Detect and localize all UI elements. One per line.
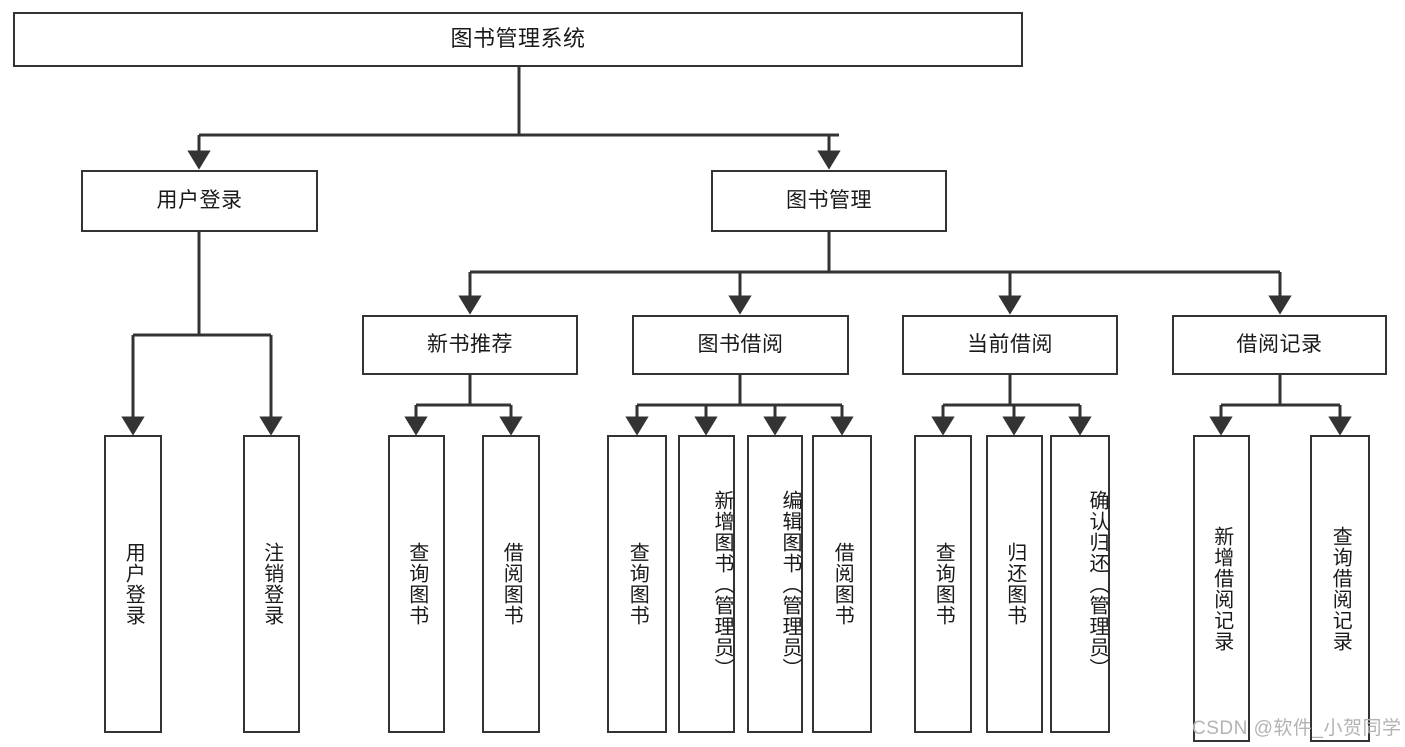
node-leaf-add-borrow-record[interactable]: 新增借阅记录 <box>1193 435 1250 742</box>
node-leaf-user-login-label: 用户登录 <box>122 542 145 626</box>
node-leaf-borrow-book[interactable]: 借阅图书 <box>812 435 872 733</box>
node-current-borrow[interactable]: 当前借阅 <box>902 315 1118 375</box>
node-book-borrow[interactable]: 图书借阅 <box>632 315 849 375</box>
node-borrow-record[interactable]: 借阅记录 <box>1172 315 1387 375</box>
node-leaf-add-book-admin-label: 新增图书（管理员） <box>711 489 733 679</box>
edges-bookborrow-to-leaves <box>625 375 854 436</box>
node-leaf-return-book-label: 归还图书 <box>1003 542 1026 626</box>
node-leaf-confirm-return-admin-label: 确认归还（管理员） <box>1086 489 1108 679</box>
edges-currentborrow-to-leaves <box>931 375 1092 436</box>
node-user-login-label: 用户登录 <box>156 189 243 213</box>
csdn-watermark: CSDN @软件_小贺同学 <box>1192 718 1402 739</box>
node-leaf-query-book-borrow[interactable]: 查询图书 <box>607 435 667 733</box>
edges-newbook-to-leaves <box>404 375 523 436</box>
node-leaf-query-book-newbook[interactable]: 查询图书 <box>388 435 445 733</box>
node-leaf-borrow-book-label: 借阅图书 <box>831 542 854 626</box>
node-leaf-logout-label: 注销登录 <box>260 542 283 626</box>
edges-userlogin-to-leaves <box>121 232 283 436</box>
node-leaf-logout[interactable]: 注销登录 <box>243 435 300 733</box>
node-leaf-edit-book-admin-label: 编辑图书（管理员） <box>779 489 801 679</box>
node-leaf-add-book-admin[interactable]: 新增图书（管理员） <box>678 435 735 733</box>
node-new-book-recommend-label: 新书推荐 <box>427 333 513 357</box>
node-leaf-query-borrow-record[interactable]: 查询借阅记录 <box>1310 435 1370 742</box>
node-leaf-confirm-return-admin[interactable]: 确认归还（管理员） <box>1050 435 1110 733</box>
node-book-management[interactable]: 图书管理 <box>711 170 947 232</box>
node-borrow-record-label: 借阅记录 <box>1236 333 1323 357</box>
edges-borrowrecord-to-leaves <box>1209 375 1352 436</box>
node-book-borrow-label: 图书借阅 <box>697 333 784 357</box>
node-leaf-query-borrow-record-label: 查询借阅记录 <box>1329 525 1352 652</box>
edges-root-to-level1 <box>187 67 841 170</box>
node-leaf-edit-book-admin[interactable]: 编辑图书（管理员） <box>747 435 803 733</box>
node-leaf-user-login[interactable]: 用户登录 <box>104 435 162 733</box>
node-user-login[interactable]: 用户登录 <box>81 170 318 232</box>
node-root-system-label: 图书管理系统 <box>450 26 586 52</box>
node-leaf-return-book[interactable]: 归还图书 <box>986 435 1043 733</box>
node-leaf-borrow-book-newbook-label: 借阅图书 <box>500 542 523 626</box>
node-book-management-label: 图书管理 <box>786 189 872 213</box>
node-root-system[interactable]: 图书管理系统 <box>13 12 1023 67</box>
node-leaf-borrow-book-newbook[interactable]: 借阅图书 <box>482 435 540 733</box>
node-leaf-query-book-borrow-label: 查询图书 <box>626 542 649 626</box>
edges-booksmgmt-to-level2 <box>458 232 1292 315</box>
node-leaf-add-borrow-record-label: 新增借阅记录 <box>1210 525 1233 652</box>
node-leaf-query-book-newbook-label: 查询图书 <box>405 542 428 626</box>
node-leaf-query-book-current-label: 查询图书 <box>932 542 955 626</box>
node-current-borrow-label: 当前借阅 <box>967 333 1053 357</box>
node-leaf-query-book-current[interactable]: 查询图书 <box>914 435 972 733</box>
node-new-book-recommend[interactable]: 新书推荐 <box>362 315 578 375</box>
